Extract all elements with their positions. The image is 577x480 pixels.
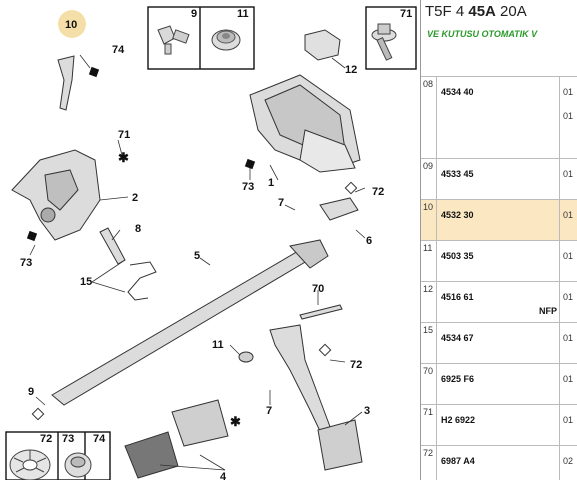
svg-text:✱: ✱ [230,414,241,429]
screw-icon [371,23,397,61]
row-number: 72 [421,446,437,480]
callout-1: 1 [268,177,274,189]
quantity-value: 01 [563,292,574,302]
quantity-cell: 01 01 [559,77,577,158]
quantity-value-2: 01 [563,111,574,121]
inset-label-9: 9 [191,8,197,20]
nut-icon [211,29,241,51]
table-row[interactable]: 72 6987 A4 02 [421,445,577,480]
callout-2: 2 [132,192,138,204]
callout-74: 74 [112,44,125,56]
quantity-cell: 01 [559,323,577,363]
quantity-cell: 01 [559,364,577,404]
inset-72-73-74: 72 73 74 [5,431,111,480]
table-row[interactable]: 70 6925 F6 01 [421,363,577,404]
inset-9-11: 9 11 [147,6,255,70]
quantity-value: 01 [563,415,574,425]
quantity-value: 01 [563,374,574,384]
callout-5: 5 [194,250,200,262]
bolt-icon [157,25,190,55]
page-subtitle: VE KUTUSU OTOMATIK V [427,29,538,39]
part-reference: 4503 35 [441,251,474,261]
callout-numbers: 10 74 71 2 73 8 15 5 7 72 6 1 73 12 9 11… [20,19,384,480]
table-row[interactable]: 10 4532 30 01 [421,199,577,240]
table-row[interactable]: 11 4503 35 01 [421,240,577,281]
row-number: 09 [421,159,437,199]
inset-label-72: 72 [40,433,52,445]
callout-8: 8 [135,223,141,235]
quantity-cell: 01 [559,241,577,281]
inset-label-74: 74 [93,433,106,445]
inset-label-73: 73 [62,433,74,445]
quantity-cell: 01 [559,405,577,445]
part-reference: 4532 30 [441,210,474,220]
callout-7: 7 [278,197,284,209]
callout-15: 15 [80,276,92,288]
part-reference: 6987 A4 [441,456,475,466]
part-reference: 4516 61 [441,292,474,302]
quantity-value: 01 [563,87,574,97]
table-row[interactable]: 09 4533 45 01 [421,158,577,199]
quantity-value: 02 [563,456,574,466]
quantity-cell: 02 [559,446,577,480]
row-number: 71 [421,405,437,445]
leader-lines [29,54,366,471]
callout-9b: 9 [28,386,34,398]
grommet-icon [64,452,92,478]
table-row[interactable]: 15 4534 67 01 [421,322,577,363]
callout-11: 11 [212,339,224,351]
part-reference: 6925 F6 [441,374,475,384]
callout-73: 73 [20,257,32,269]
quantity-cell: 01 [559,200,577,240]
quantity-value: 01 [563,169,574,179]
clip-icon [9,449,51,480]
part-reference: H2 6922 [441,415,476,425]
quantity-cell: 01 [559,282,577,322]
nfp-flag: NFP [539,306,557,316]
callout-highlight [58,10,86,38]
quantity-value: 01 [563,210,574,220]
part-reference: 4533 45 [441,169,474,179]
row-number: 70 [421,364,437,404]
row-number: 15 [421,323,437,363]
inset-label-11: 11 [237,8,249,20]
callout-6: 6 [366,235,372,247]
callout-72: 72 [372,186,384,198]
callout-4: 4 [220,471,227,480]
callout-72b: 72 [350,359,362,371]
page-title: T5F 4 45A 20A [425,3,527,20]
parts-diagram: 9 11 71 72 73 74 [5,6,417,480]
quantity-value: 01 [563,333,574,343]
callout-71: 71 [118,129,130,141]
svg-text:✱: ✱ [118,150,129,165]
callout-70: 70 [312,283,324,295]
callout-73b: 73 [242,181,254,193]
reference-markers: ✱ ✱ [26,66,358,429]
pedal-bracket-drawing [11,29,363,479]
row-number: 08 [421,77,437,158]
quantity-cell: 01 [559,159,577,199]
part-reference: 4534 40 [441,87,474,97]
row-number: 10 [421,200,437,240]
parts-list-panel: T5F 4 45A 20A VE KUTUSU OTOMATIK V 08 453… [420,0,577,480]
row-number: 12 [421,282,437,322]
part-reference: 4534 67 [441,333,474,343]
callout-7b: 7 [266,405,272,417]
callout-3: 3 [364,405,370,417]
callout-12: 12 [345,64,357,76]
table-row[interactable]: 08 4534 40 01 01 [421,76,577,158]
row-number: 11 [421,241,437,281]
callout-10: 10 [65,19,77,31]
quantity-value: 01 [563,251,574,261]
inset-71: 71 [365,6,417,70]
inset-label-71: 71 [400,8,412,20]
table-row[interactable]: 71 H2 6922 01 [421,404,577,445]
